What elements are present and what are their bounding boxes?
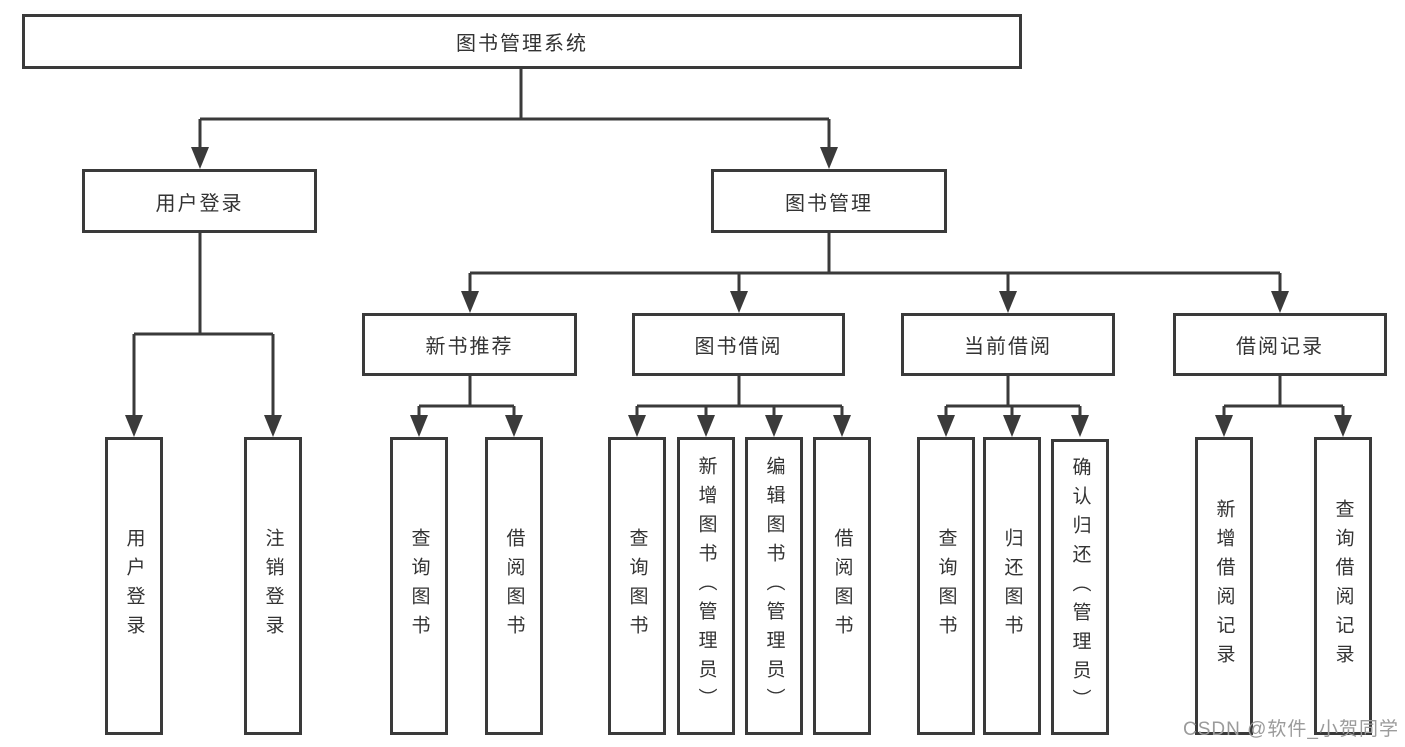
leaf-borrow-books-recommend: 借阅图书 bbox=[485, 437, 543, 735]
leaf-add-books-admin: 新增图书（管理员） bbox=[677, 437, 735, 735]
node-current-borrowing: 当前借阅 bbox=[901, 313, 1115, 376]
node-borrowing-records: 借阅记录 bbox=[1173, 313, 1387, 376]
leaf-confirm-return-admin-label: 确认归还（管理员） bbox=[1069, 456, 1091, 718]
leaf-confirm-return-admin: 确认归还（管理员） bbox=[1051, 439, 1109, 735]
leaf-add-borrow-record-label: 新增借阅记录 bbox=[1213, 499, 1235, 673]
node-library-management-system: 图书管理系统 bbox=[22, 14, 1022, 69]
leaf-add-borrow-record: 新增借阅记录 bbox=[1195, 437, 1253, 735]
leaf-borrow-books-borrowing: 借阅图书 bbox=[813, 437, 871, 735]
leaf-borrow-books-recommend-label: 借阅图书 bbox=[503, 528, 525, 644]
leaf-borrow-books-borrowing-label: 借阅图书 bbox=[831, 528, 853, 644]
leaf-add-books-admin-label: 新增图书（管理员） bbox=[695, 455, 717, 717]
leaf-edit-books-admin: 编辑图书（管理员） bbox=[745, 437, 803, 735]
leaf-query-borrow-record: 查询借阅记录 bbox=[1314, 437, 1372, 735]
leaf-query-books-recommend-label: 查询图书 bbox=[408, 528, 430, 644]
leaf-user-login-label: 用户登录 bbox=[123, 528, 145, 644]
csdn-watermark: CSDN @软件_小贺同学 bbox=[1183, 719, 1399, 740]
leaf-query-books-current-label: 查询图书 bbox=[935, 528, 957, 644]
node-book-borrowing: 图书借阅 bbox=[632, 313, 845, 376]
leaf-query-books-recommend: 查询图书 bbox=[390, 437, 448, 735]
leaf-query-books-borrowing: 查询图书 bbox=[608, 437, 666, 735]
leaf-logout-login-label: 注销登录 bbox=[262, 528, 284, 644]
leaf-query-books-current: 查询图书 bbox=[917, 437, 975, 735]
leaf-return-books: 归还图书 bbox=[983, 437, 1041, 735]
leaf-query-books-borrowing-label: 查询图书 bbox=[626, 528, 648, 644]
leaf-query-borrow-record-label: 查询借阅记录 bbox=[1332, 499, 1354, 673]
node-new-book-recommendation: 新书推荐 bbox=[362, 313, 577, 376]
leaf-logout-login: 注销登录 bbox=[244, 437, 302, 735]
leaf-user-login: 用户登录 bbox=[105, 437, 163, 735]
node-book-management: 图书管理 bbox=[711, 169, 947, 233]
node-user-login: 用户登录 bbox=[82, 169, 317, 233]
leaf-return-books-label: 归还图书 bbox=[1001, 528, 1023, 644]
leaf-edit-books-admin-label: 编辑图书（管理员） bbox=[763, 455, 785, 717]
